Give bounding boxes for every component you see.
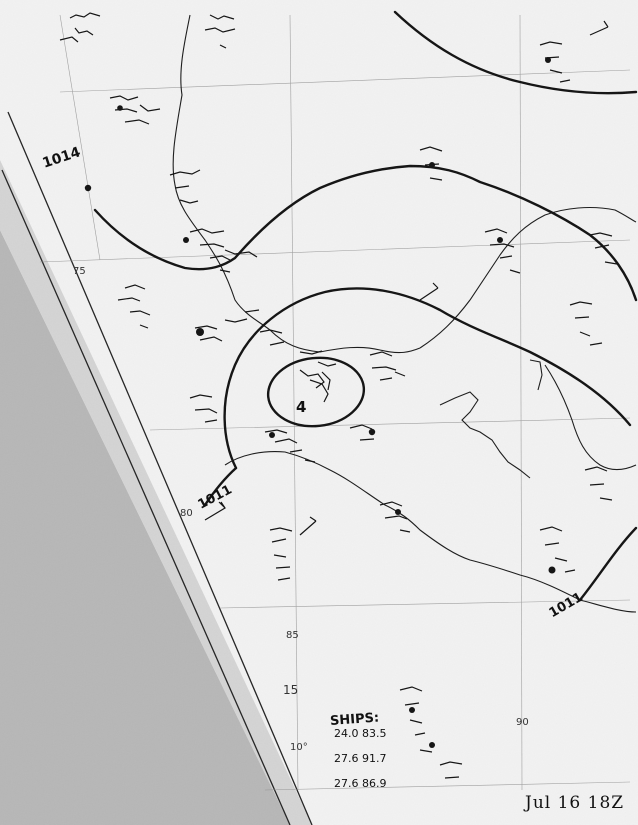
date-stamp: Jul 16 18Z	[525, 793, 625, 813]
ship-report-row: 27.6 91.7	[334, 752, 387, 765]
grid-label: 75	[73, 266, 86, 277]
ship-report-row: 27.6 86.9	[334, 777, 387, 790]
grid-label: 15	[283, 683, 299, 697]
low-center-label: 4	[296, 398, 307, 416]
grid-label: 80	[180, 508, 193, 519]
ship-report-row: 24.0 83.5	[334, 727, 387, 740]
grid-label: 10°	[290, 742, 308, 753]
grid-label: 90	[516, 717, 529, 728]
ships-report: SHIPS: 24.0 83.5 27.6 91.7 27.6 86.9	[330, 711, 387, 790]
grid-label: 85	[286, 630, 299, 641]
